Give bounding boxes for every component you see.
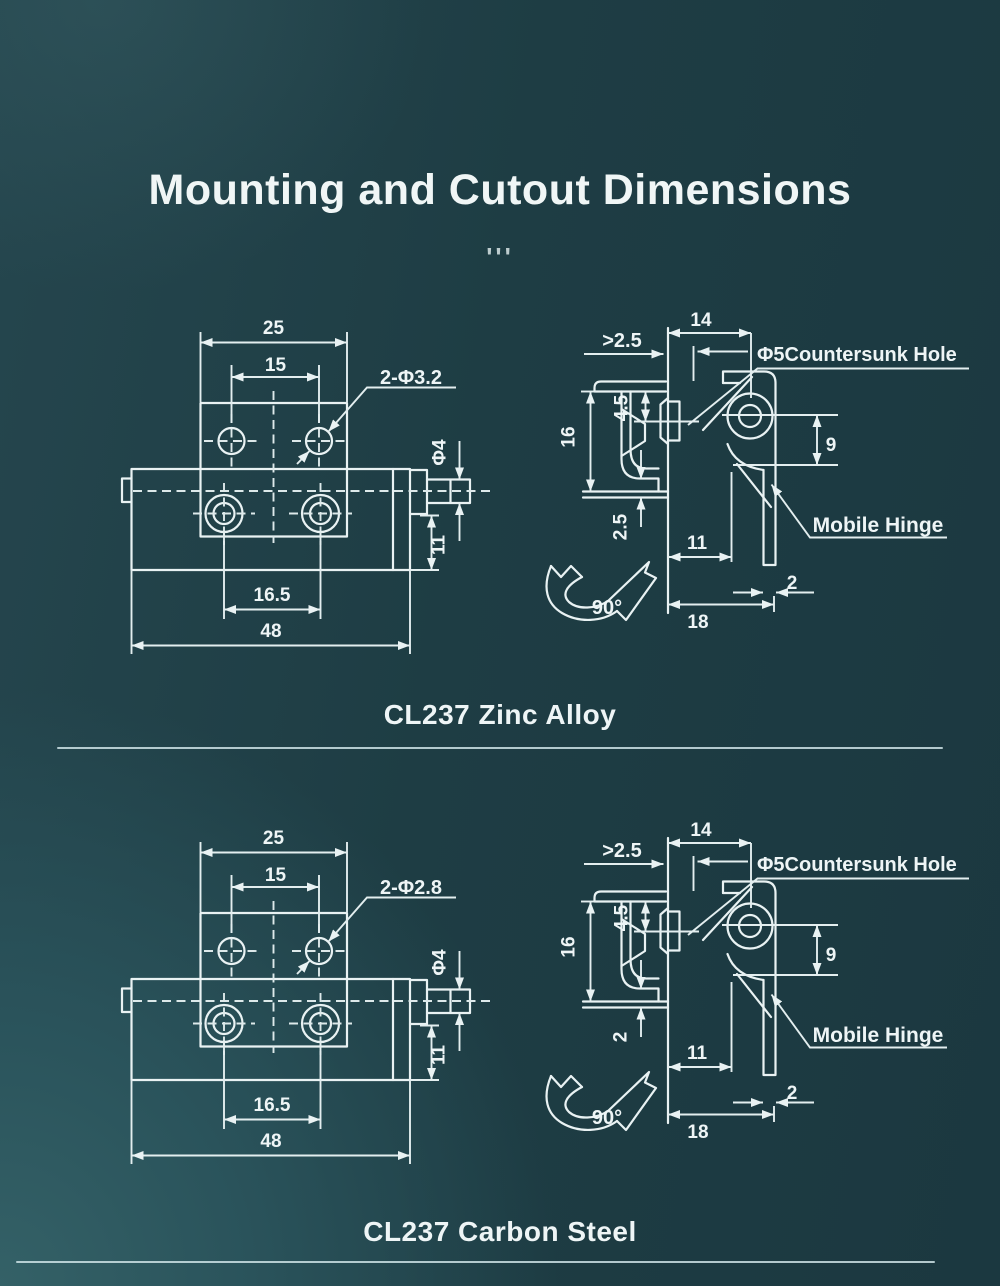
rotation-arrow-icon [545,1070,658,1132]
dim-width-top: 25 [263,828,285,849]
mobile-hinge-label: Mobile Hinge [813,514,944,537]
hinge-side-outline [581,836,777,1125]
dim-depth-top: 14 [690,310,712,331]
side-dimensions [581,838,969,1122]
page-title: Mounting and Cutout Dimensions [148,166,852,214]
dim-cutout-height: 16 [559,936,580,957]
rotation-angle-label: 90° [592,1107,622,1129]
hinge-side-outline [581,326,777,615]
hinge-front-outline [120,911,472,1082]
hinge-front-outline [120,401,472,572]
countersunk-hole-label: Φ5Countersunk Hole [757,344,957,366]
side-dimension-texts: 14 >2.5 Φ5Countersunk Hole 4.5 16 9 2 11… [559,820,957,1143]
dim-bottom-gap: 2.5 [611,513,632,540]
front-dimensions [130,332,464,654]
countersunk-hole-label: Φ5Countersunk Hole [757,854,957,876]
dim-total-depth: 18 [687,612,708,633]
front-dimensions [130,842,464,1164]
caption-zinc-alloy: CL237 Zinc Alloy [383,699,617,730]
dim-pin-dia: Φ4 [430,949,451,976]
mobile-hinge-label: Mobile Hinge [813,1024,944,1047]
dim-min-edge: >2.5 [602,330,641,352]
dim-height-offset: 11 [429,535,450,556]
dim-inner-width: 11 [687,1043,708,1064]
side-view-drawing-steel: 14 >2.5 Φ5Countersunk Hole 4.5 16 9 2 11… [545,820,969,1143]
side-dimension-texts: 14 >2.5 Φ5Countersunk Hole 4.5 16 9 2.5 … [559,310,957,633]
dim-cutout-height: 16 [559,426,580,447]
front-view-drawing-steel: 25 15 2-Φ2.8 Φ4 11 16.5 48 [120,828,490,1164]
front-view-drawing-zinc: 25 15 2-Φ3.2 Φ4 11 16.5 48 [120,318,490,654]
dim-holes-label: 2-Φ2.8 [380,877,442,899]
title-ticks: ''' [486,242,514,272]
section-divider [57,747,943,749]
dim-pivot-drop: 9 [826,945,837,966]
rotation-angle-label: 90° [592,597,622,619]
front-dimension-texts: 25 15 2-Φ3.2 Φ4 11 16.5 48 [254,318,451,642]
dim-width-total: 48 [260,621,281,642]
dim-total-depth: 18 [687,1122,708,1143]
front-dimension-texts: 25 15 2-Φ2.8 Φ4 11 16.5 48 [254,828,451,1152]
side-view-drawing-zinc: 14 >2.5 Φ5Countersunk Hole 4.5 16 9 2.5 … [545,310,969,633]
dim-inner-width: 11 [687,533,708,554]
dim-width-total: 48 [260,1131,281,1152]
dim-flange-gap: 4.5 [612,904,633,931]
dim-pin-dia: Φ4 [430,439,451,466]
dim-holes-label: 2-Φ3.2 [380,367,442,389]
dim-width-inner: 15 [265,355,287,376]
dim-bottom-gap: 2 [611,1032,632,1043]
caption-carbon-steel: CL237 Carbon Steel [363,1216,637,1247]
rotation-arrow-icon [545,560,658,622]
side-dimensions [581,328,969,612]
dim-holes-bottom: 16.5 [254,585,291,606]
dim-leaf-thickness: 2 [787,1083,798,1104]
dim-holes-bottom: 16.5 [254,1095,291,1116]
section-divider [16,1261,935,1263]
dim-height-offset: 11 [429,1045,450,1066]
dim-width-top: 25 [263,318,285,339]
dim-leaf-thickness: 2 [787,573,798,594]
dim-min-edge: >2.5 [602,840,641,862]
dim-depth-top: 14 [690,820,712,841]
dim-width-inner: 15 [265,865,287,886]
dim-pivot-drop: 9 [826,435,837,456]
dim-flange-gap: 4.5 [612,394,633,421]
